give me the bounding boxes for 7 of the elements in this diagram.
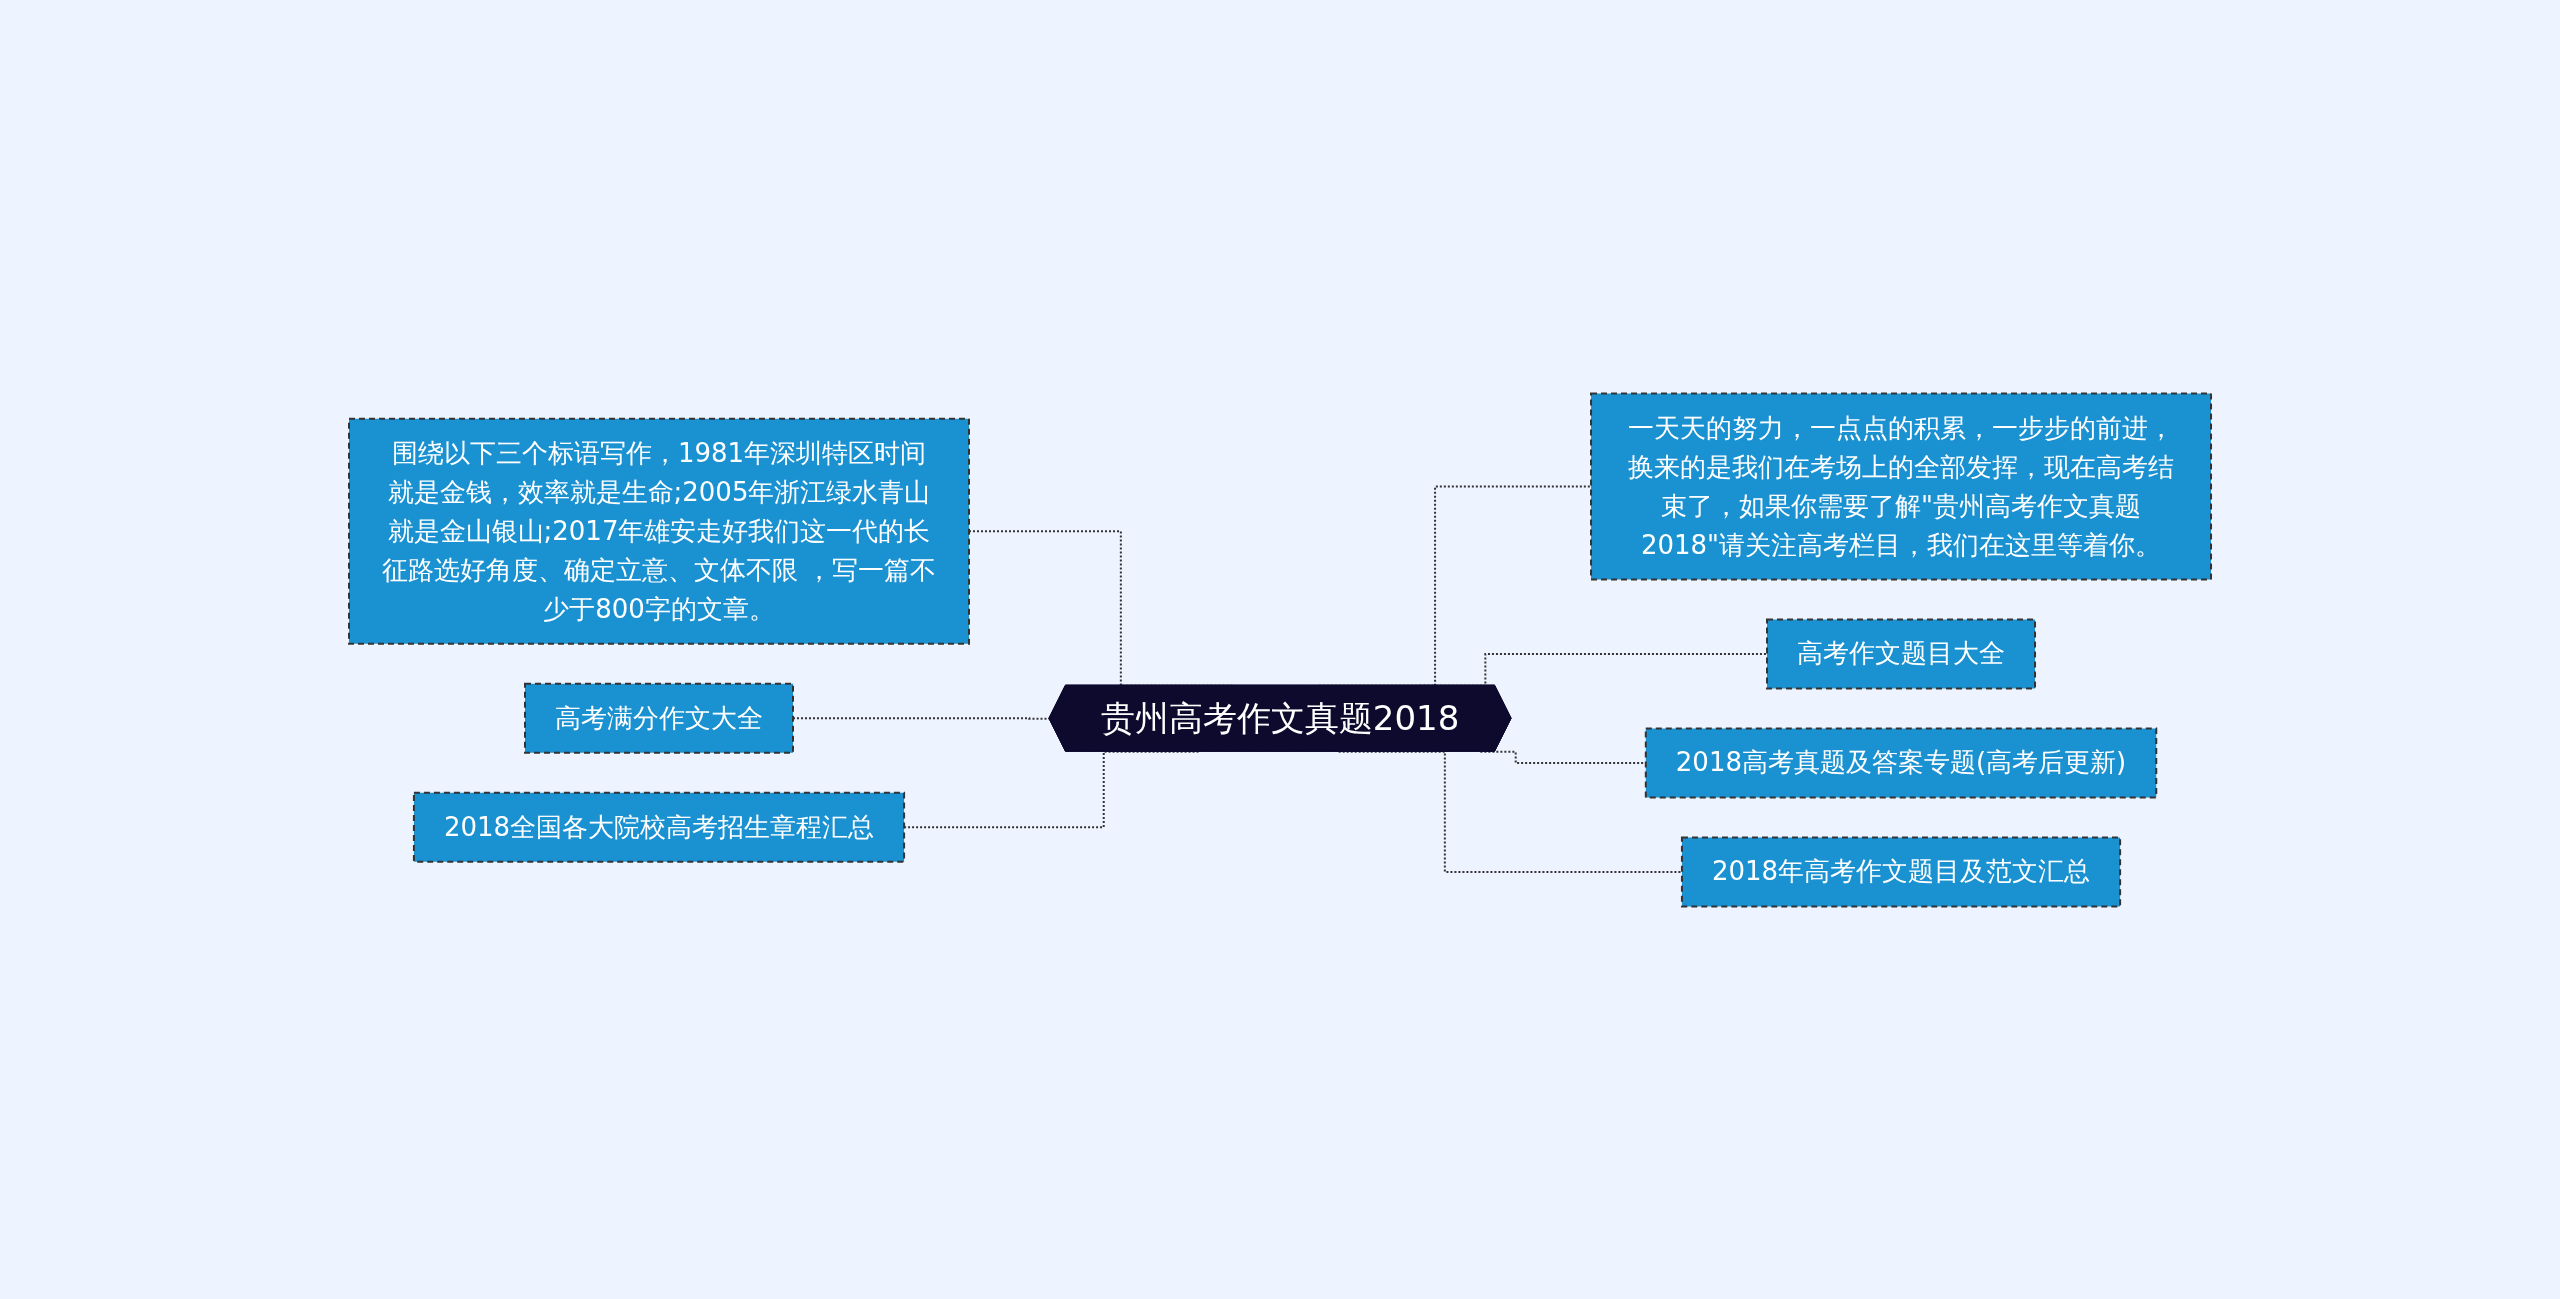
node-box: 2018全国各大院校高考招生章程汇总 xyxy=(412,791,906,863)
node-box: 高考满分作文大全 xyxy=(524,682,794,754)
node-box: 围绕以下三个标语写作，1981年深圳特区时间就是金钱，效率就是生命;2005年浙江绿水青山就是金山银山;2017年雄安走好我们这一代的长征路选好角度、确定立意、文体不限 ，写一篇不少于800字的文章。 xyxy=(348,417,970,645)
node-box: 高考作文题目大全 xyxy=(1766,618,2036,689)
node-box: 2018年高考作文题目及范文汇总 xyxy=(1680,836,2122,907)
node-box: 一天天的努力，一点点的积累，一步步的前进，换来的是我们在考场上的全部发挥，现在高考结束了，如果你需要了解"贵州高考作文真题2018"请关注高考栏目，我们在这里等着你。 xyxy=(1590,392,2212,580)
node-box: 2018高考真题及答案专题(高考后更新) xyxy=(1644,727,2158,798)
